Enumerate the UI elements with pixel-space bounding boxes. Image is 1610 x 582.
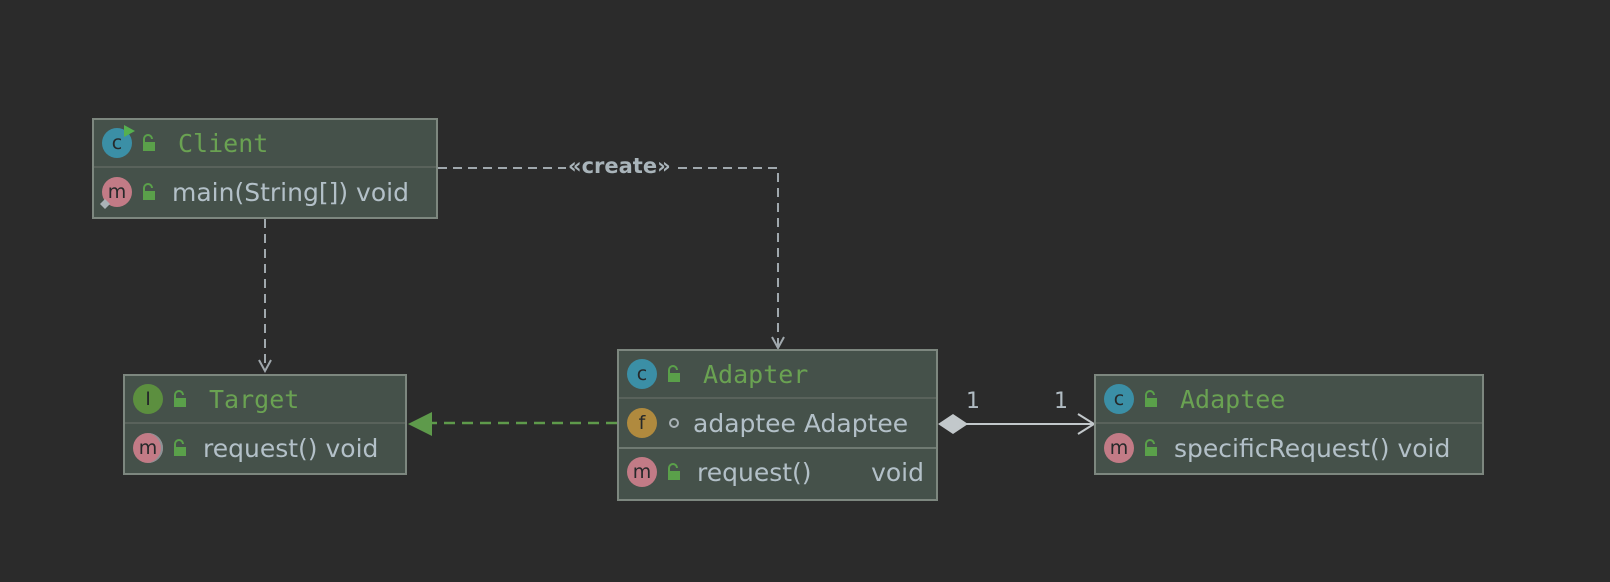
node-title: Adapter: [703, 359, 809, 389]
interface-node-target[interactable]: I Target m request() void: [123, 374, 407, 475]
public-lock-icon: [143, 134, 155, 151]
multiplicity-source: 1: [966, 389, 980, 414]
class-node-adaptee[interactable]: c Adaptee m specificRequest() void: [1094, 374, 1484, 475]
badge-letter: m: [138, 437, 158, 459]
member-row[interactable]: m specificRequest() void: [1096, 424, 1482, 472]
class-icon: c: [627, 359, 657, 389]
member-signature: request() void: [203, 433, 379, 463]
node-title: Adaptee: [1180, 384, 1286, 414]
badge-letter: f: [638, 412, 646, 434]
node-title: Target: [209, 384, 300, 414]
method-icon: m: [133, 433, 163, 463]
method-name: request(): [697, 457, 812, 487]
multiplicity-target: 1: [1054, 389, 1068, 414]
badge-letter: m: [107, 181, 127, 203]
badge-letter: m: [1109, 437, 1129, 459]
badge-letter: c: [1113, 388, 1125, 410]
badge-letter: c: [111, 132, 123, 154]
public-lock-icon: [1145, 439, 1157, 456]
dependency-client-adapter-create[interactable]: [438, 167, 778, 348]
member-row[interactable]: m request() void: [125, 424, 405, 472]
badge-letter: I: [145, 388, 151, 410]
class-node-adapter[interactable]: c Adapter f adaptee Adaptee m request() …: [617, 349, 938, 501]
node-header: c Adaptee: [1096, 376, 1482, 424]
public-lock-icon: [174, 439, 186, 456]
create-stereotype-label: «create»: [566, 154, 673, 178]
method-return-type: void: [871, 457, 924, 487]
member-row[interactable]: m main(String[]) void: [94, 168, 436, 216]
member-signature: main(String[]) void: [172, 177, 409, 207]
node-header: c Adapter: [619, 351, 936, 399]
node-header: c Client: [94, 120, 436, 168]
class-icon: c: [1104, 384, 1134, 414]
interface-icon: I: [133, 384, 163, 414]
public-lock-icon: [143, 183, 155, 200]
static-diamond-icon: [100, 199, 110, 209]
method-row[interactable]: m request() void: [619, 447, 936, 495]
badge-letter: c: [636, 363, 648, 385]
public-lock-icon: [668, 463, 680, 480]
run-marker-icon: [124, 125, 135, 137]
class-node-client[interactable]: c Client m main(String[]) void: [92, 118, 438, 219]
method-icon: m: [100, 177, 132, 209]
class-icon: c: [102, 125, 135, 158]
public-lock-icon: [174, 390, 186, 407]
public-lock-icon: [1145, 390, 1157, 407]
realization-arrowhead: [408, 412, 432, 436]
node-header: I Target: [125, 376, 405, 424]
composition-diamond: [938, 414, 968, 434]
field-icon: f: [627, 408, 657, 438]
badge-letter: m: [632, 461, 652, 483]
method-icon: m: [1104, 433, 1134, 463]
public-lock-icon: [668, 365, 680, 382]
node-title: Client: [178, 128, 269, 158]
package-private-icon: [669, 418, 679, 428]
method-icon: m: [627, 457, 657, 487]
member-signature: specificRequest() void: [1174, 433, 1451, 463]
field-signature: adaptee Adaptee: [693, 408, 909, 438]
field-row[interactable]: f adaptee Adaptee: [619, 399, 936, 447]
